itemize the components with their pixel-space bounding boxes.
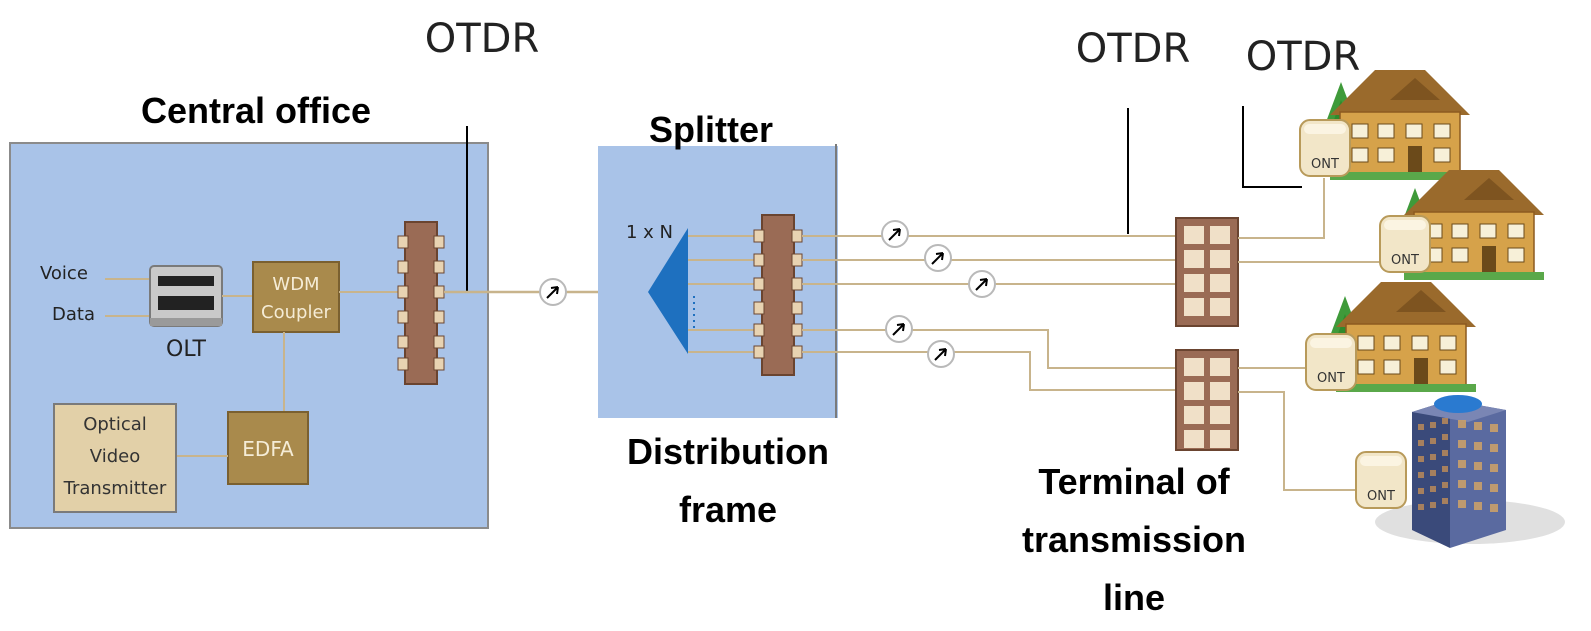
drop-connector-2 (924, 244, 952, 272)
wdm-coupler-box (252, 261, 340, 333)
ont-3-label: ONT (1317, 371, 1345, 386)
otdr-1-label: OTDR (425, 16, 540, 62)
drop-connector-3 (968, 270, 996, 298)
central-patch-panel (397, 221, 445, 385)
otdr-3-line (1242, 106, 1302, 188)
video-transmitter-box (53, 403, 177, 513)
ont-3: ONT (1305, 333, 1357, 391)
ont-1: ONT (1299, 119, 1351, 177)
otdr-2-label: OTDR (1076, 26, 1191, 72)
video-label-3: Transmitter (63, 478, 167, 499)
splitter-ratio-label: 1 x N (626, 222, 673, 243)
ont-4-label: ONT (1367, 489, 1395, 504)
central-office-label: Central office (141, 90, 371, 131)
ont-2: ONT (1379, 215, 1431, 273)
splitter-label: Splitter (649, 109, 773, 150)
ont-4: ONT (1355, 451, 1407, 509)
video-label-2: Video (90, 446, 140, 467)
drop-connector-5 (927, 340, 955, 368)
wdm-label: WDM (272, 274, 319, 295)
ont-2-label: ONT (1391, 253, 1419, 268)
ont-fibers (1238, 178, 1382, 491)
feeder-connector (539, 278, 567, 306)
distribution-patch-panel (753, 214, 803, 376)
office-building (1375, 395, 1565, 548)
edfa-box (227, 411, 309, 485)
video-label-1: Optical (83, 414, 147, 435)
voice-label: Voice (40, 263, 88, 284)
olt-device (149, 265, 223, 327)
data-label: Data (52, 304, 95, 325)
splitter-triangle (648, 228, 688, 354)
otdr-3-label: OTDR (1246, 34, 1361, 80)
coupler-label: Coupler (261, 302, 331, 323)
terminal-label-2: transmission (1022, 519, 1246, 560)
olt-label: OLT (166, 337, 207, 362)
terminal-box-lower (1175, 349, 1239, 451)
distribution-frame-label-2: frame (679, 489, 777, 530)
edfa-label: EDFA (242, 437, 294, 461)
distribution-frame-label-1: Distribution (627, 431, 829, 472)
drop-connector-4 (885, 315, 913, 343)
terminal-box-upper (1175, 217, 1239, 327)
ont-1-label: ONT (1311, 157, 1339, 172)
drop-fibers (802, 235, 1178, 391)
terminal-label-3: line (1103, 577, 1165, 618)
terminal-label-1: Terminal of (1038, 461, 1230, 502)
drop-connector-1 (881, 220, 909, 248)
